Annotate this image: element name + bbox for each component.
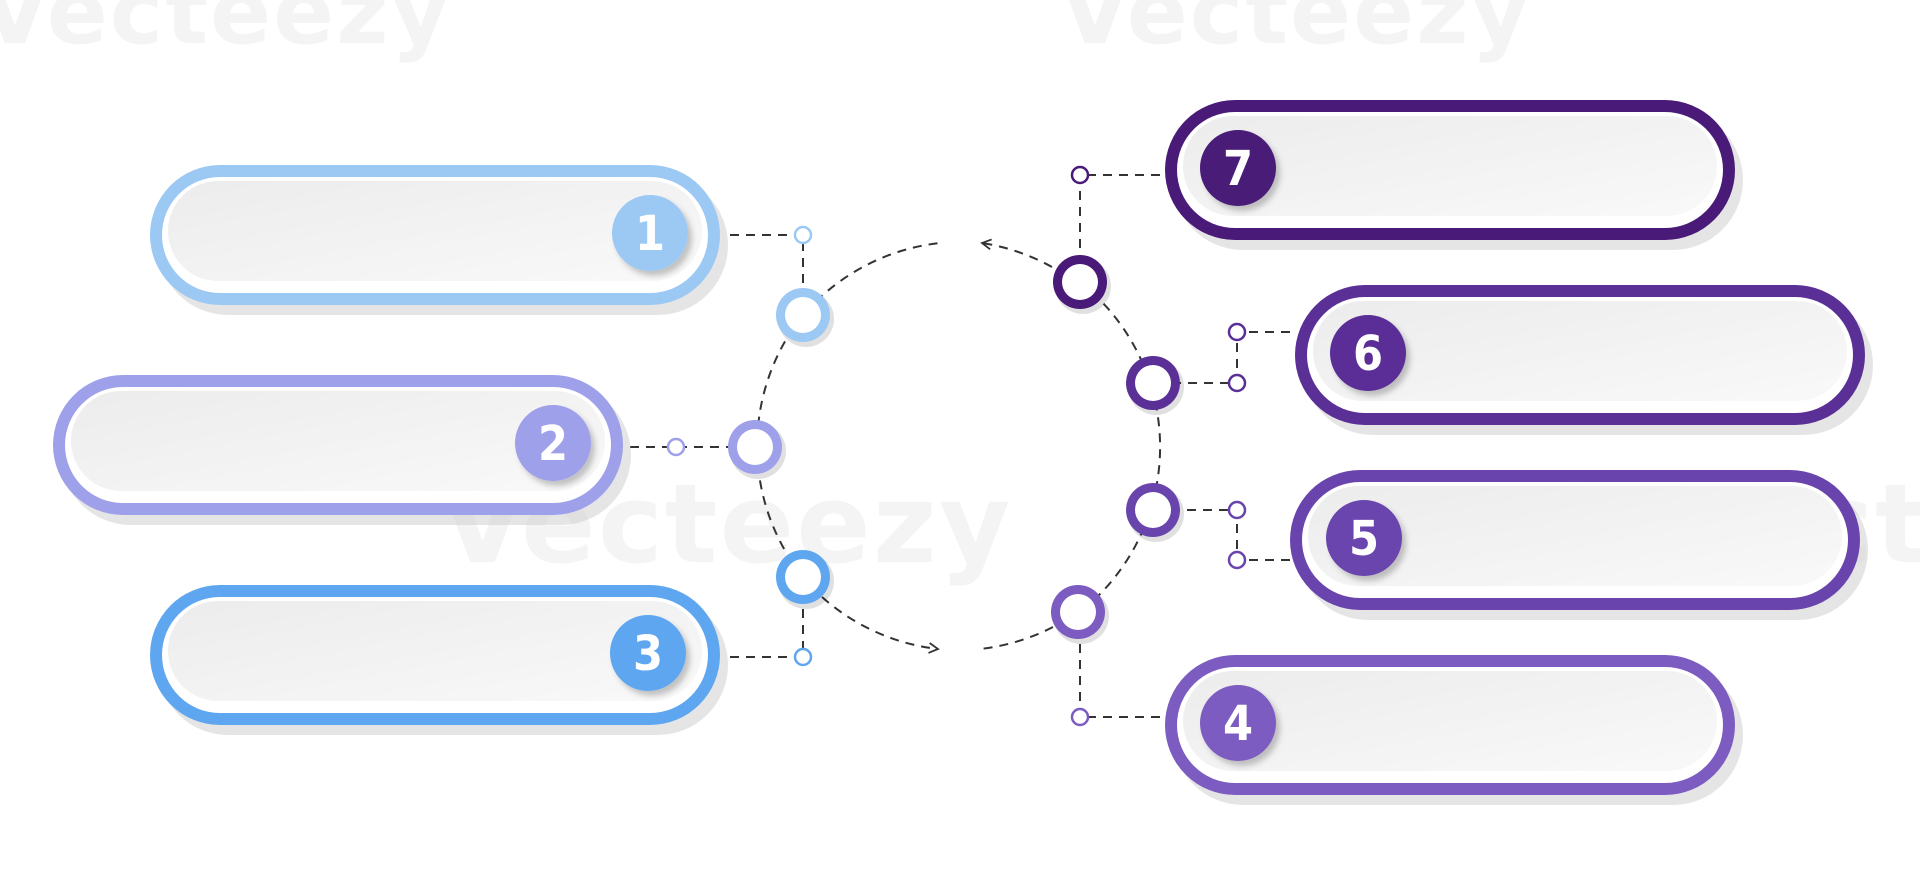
step-badge-3 bbox=[610, 615, 686, 691]
step-number-4: 4 bbox=[1223, 696, 1253, 752]
step-number-3: 3 bbox=[633, 626, 663, 682]
ring-node-center-7 bbox=[1062, 264, 1098, 300]
step-badge-2 bbox=[515, 405, 591, 481]
step-badge-1 bbox=[612, 195, 688, 271]
step-number-7: 7 bbox=[1223, 141, 1253, 197]
connector-dot-step-6-2 bbox=[1227, 373, 1247, 393]
step-pill-7: 7 bbox=[1165, 100, 1743, 250]
connector-dot-step-6-1 bbox=[1227, 322, 1247, 342]
connector-dot-step-3-1 bbox=[793, 647, 813, 667]
pill-body bbox=[71, 391, 605, 491]
step-pill-2: 2 bbox=[53, 375, 631, 525]
pill-body bbox=[168, 181, 702, 281]
connector-step-6 bbox=[1153, 331, 1290, 384]
connector-dot-step-4-1 bbox=[1070, 707, 1090, 727]
step-pills: 1 2 3 4 5 6 7 bbox=[53, 100, 1873, 805]
ring-arrow-top bbox=[980, 238, 1053, 268]
ring-node-center-1 bbox=[785, 297, 821, 333]
ring-arc-right bbox=[1079, 281, 1162, 613]
connector-dot-step-5-2 bbox=[1227, 500, 1247, 520]
ring-arrow-bottom bbox=[821, 596, 940, 654]
ring-arc-bottom-right bbox=[979, 626, 1054, 650]
ring-node-center-6 bbox=[1135, 365, 1171, 401]
step-pill-5: 5 bbox=[1290, 470, 1868, 620]
ring-node-center-3 bbox=[785, 559, 821, 595]
step-badge-5 bbox=[1326, 500, 1402, 576]
connector-dot-step-7-1 bbox=[1070, 165, 1090, 185]
step-number-6: 6 bbox=[1353, 326, 1383, 382]
step-number-2: 2 bbox=[538, 416, 568, 472]
step-number-1: 1 bbox=[635, 206, 665, 262]
step-number-5: 5 bbox=[1349, 511, 1379, 567]
step-badge-6 bbox=[1330, 315, 1406, 391]
ring-node-center-4 bbox=[1060, 594, 1096, 630]
connector-dot-step-2-1 bbox=[666, 437, 686, 457]
ring-node-center-5 bbox=[1135, 492, 1171, 528]
connector-lines bbox=[630, 165, 1290, 727]
step-badge-7 bbox=[1200, 130, 1276, 206]
pill-body bbox=[1183, 671, 1717, 771]
step-badge-4 bbox=[1200, 685, 1276, 761]
ring-nodes bbox=[728, 255, 1184, 644]
step-pill-6: 6 bbox=[1295, 285, 1873, 435]
pill-body bbox=[1183, 116, 1717, 216]
connector-step-5 bbox=[1153, 509, 1290, 561]
pill-body bbox=[1313, 301, 1847, 401]
step-pill-4: 4 bbox=[1165, 655, 1743, 805]
step-pill-3: 3 bbox=[150, 585, 728, 735]
connector-dot-step-5-1 bbox=[1227, 550, 1247, 570]
step-pill-1: 1 bbox=[150, 165, 728, 315]
ring-node-center-2 bbox=[737, 429, 773, 465]
connector-dot-step-1-1 bbox=[793, 225, 813, 245]
ring-arc-left bbox=[756, 314, 804, 578]
pill-body bbox=[168, 601, 702, 701]
pill-body bbox=[1308, 486, 1842, 586]
